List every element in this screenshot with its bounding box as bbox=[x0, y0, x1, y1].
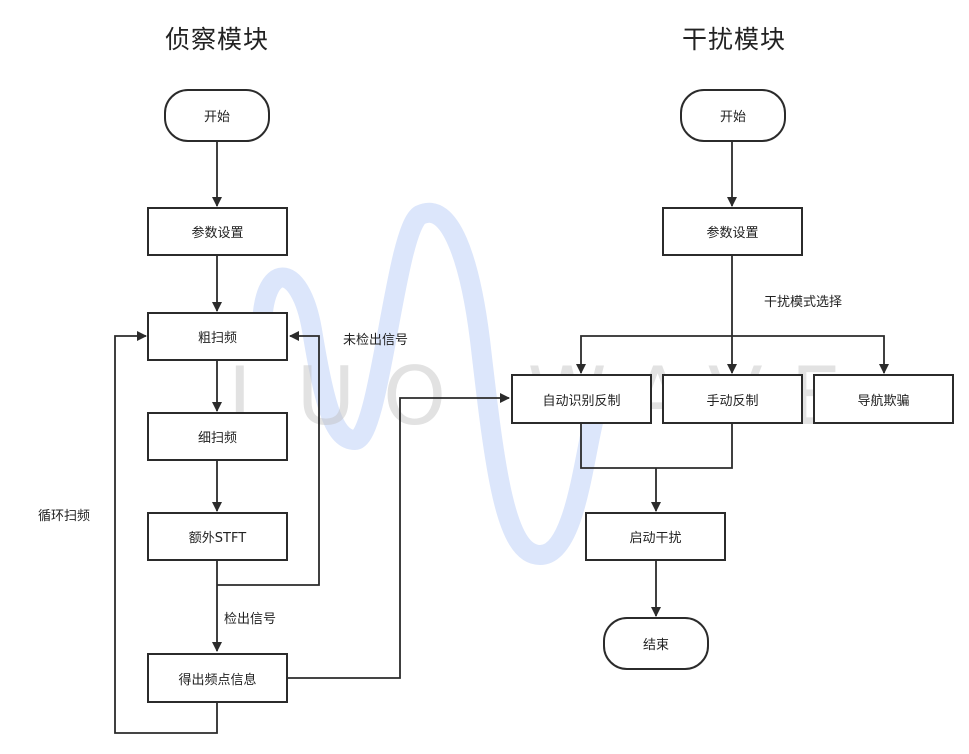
arrow-info-to-auto bbox=[288, 393, 510, 679]
freq-info-node: 得出频点信息 bbox=[147, 653, 288, 703]
nav-spoof-node: 导航欺骗 bbox=[813, 374, 954, 424]
arrow-loop-scan bbox=[114, 331, 218, 734]
coarse-scan-node: 粗扫频 bbox=[147, 312, 288, 361]
arrow-mode-to-nav bbox=[732, 335, 889, 374]
arrow-mode-to-auto bbox=[576, 335, 732, 374]
manual-counter-node: 手动反制 bbox=[662, 374, 803, 424]
fine-scan-node: 细扫频 bbox=[147, 412, 288, 461]
jam-params-node: 参数设置 bbox=[662, 207, 803, 256]
signal-found-label: 检出信号 bbox=[224, 612, 277, 627]
jam-start-node: 开始 bbox=[680, 89, 786, 142]
merge-line bbox=[580, 424, 733, 469]
stft-node: 额外STFT bbox=[147, 512, 288, 561]
watermark-wave-path bbox=[252, 202, 610, 566]
arrow-no-signal-loop bbox=[217, 331, 320, 586]
auto-counter-node: 自动识别反制 bbox=[511, 374, 652, 424]
jam-title: 干扰模块 bbox=[682, 25, 787, 54]
mode-select-label: 干扰模式选择 bbox=[764, 295, 843, 310]
recon-start-node: 开始 bbox=[164, 89, 270, 142]
jam-end-node: 结束 bbox=[603, 617, 709, 670]
recon-params-node: 参数设置 bbox=[147, 207, 288, 256]
loop-scan-label: 循环扫频 bbox=[38, 509, 91, 524]
launch-jam-node: 启动干扰 bbox=[585, 512, 726, 561]
recon-title: 侦察模块 bbox=[165, 25, 270, 54]
no-signal-label: 未检出信号 bbox=[343, 333, 409, 348]
